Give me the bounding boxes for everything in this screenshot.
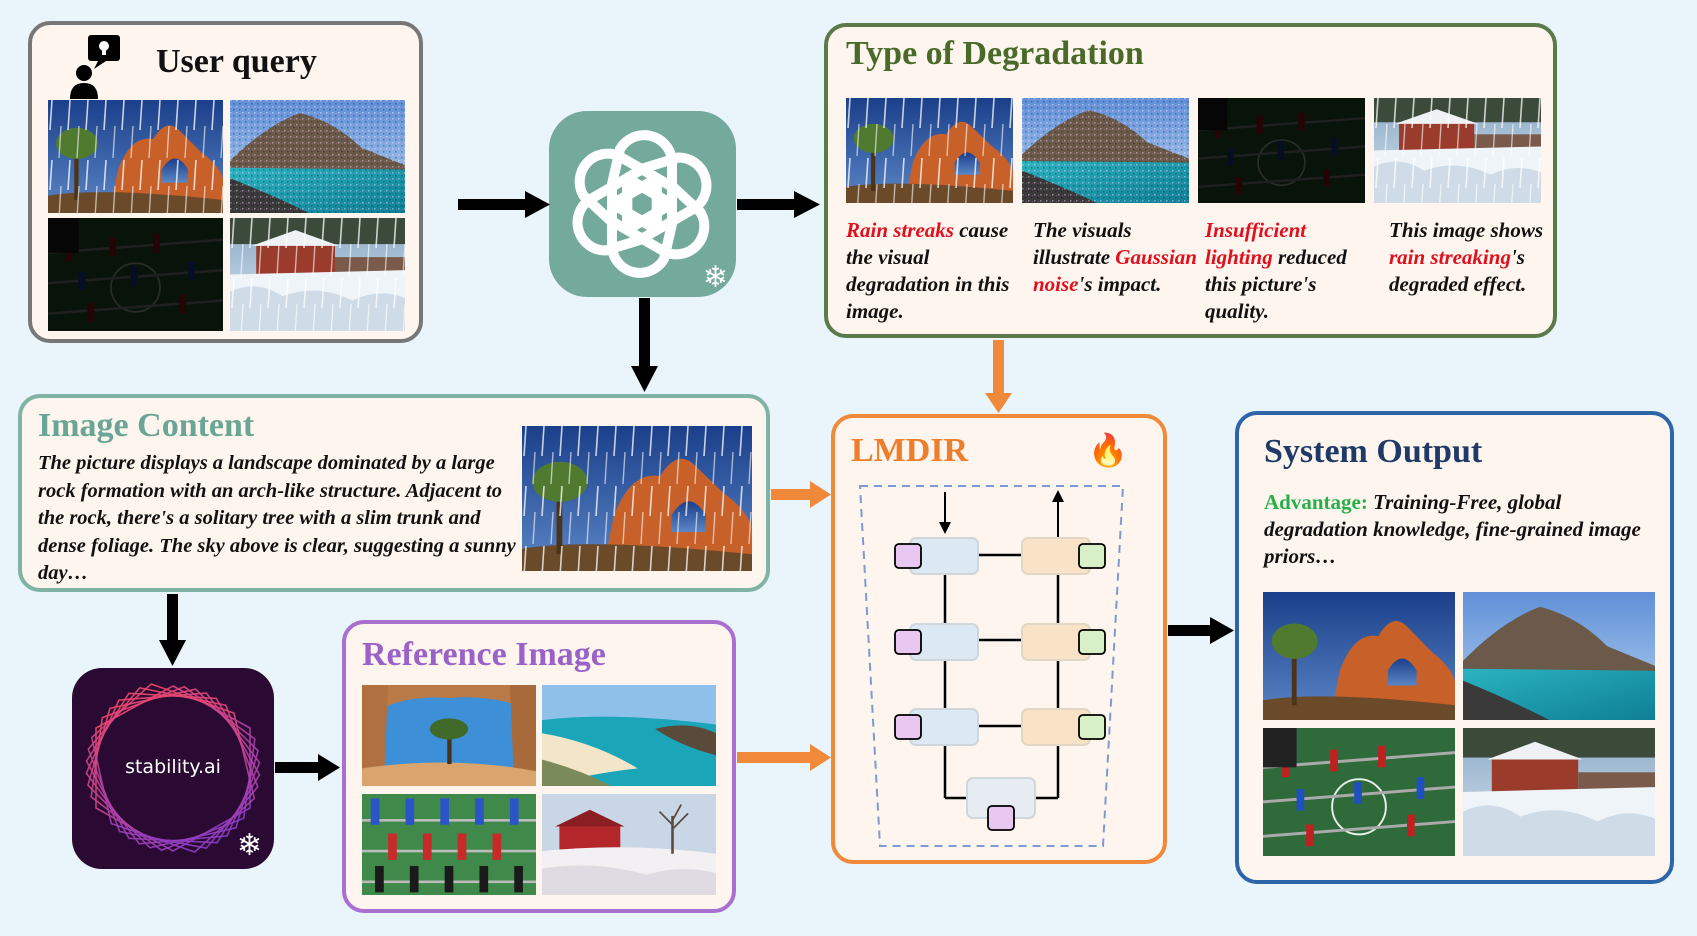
degradation-panel: Type of Degradation Rain streaks cause t… [824, 23, 1557, 338]
degradation-image-rain-barn [1374, 98, 1541, 203]
reference-image-panel: Reference Image [342, 620, 736, 913]
user-query-title: User query [156, 43, 317, 80]
reference-image-title: Reference Image [362, 636, 606, 673]
lmdir-title: LMDIR [851, 432, 969, 469]
degradation-caption-4: This image shows rain streaking's degrad… [1389, 218, 1544, 296]
openai-icon [572, 130, 712, 278]
unet-diagram [858, 485, 1125, 847]
image-content-title: Image Content [38, 407, 255, 444]
frozen-snowflake-icon: ❄ [702, 260, 728, 295]
degradation-caption-2: The visuals illustrate Gaussian noise's … [1033, 218, 1197, 296]
lmdir-panel: LMDIR 🔥 [831, 414, 1167, 864]
image-content-panel: Image Content The picture displays a lan… [18, 394, 770, 592]
query-image-rain-arch [48, 100, 223, 213]
degradation-image-noisy-lake [1022, 98, 1189, 203]
stability-ring-icon [85, 683, 261, 853]
system-output-title: System Output [1264, 433, 1483, 470]
system-output-panel: System Output Advantage: Training-Free, … [1235, 411, 1674, 884]
content-image-rain-arch [522, 426, 752, 571]
degradation-image-dark-foosball [1198, 98, 1365, 203]
frozen-snowflake-icon: ❄ [236, 828, 262, 863]
user-idea-icon [70, 35, 120, 99]
query-image-dark-foosball [48, 218, 223, 331]
user-query-panel: User query [28, 21, 423, 343]
degradation-caption-1: Rain streaks cause the visual degradatio… [846, 218, 1010, 323]
query-image-rain-barn [230, 218, 405, 331]
stability-ai-logo-tile: stability.ai ❄ [72, 668, 274, 869]
degradation-title: Type of Degradation [846, 35, 1144, 72]
query-image-noisy-lake [230, 100, 405, 213]
system-output-advantage: Advantage: Training-Free, global degrada… [1264, 490, 1641, 568]
image-content-description: The picture displays a landscape dominat… [38, 452, 516, 584]
degradation-caption-3: Insufficient lighting reduced this pictu… [1205, 218, 1347, 323]
stability-ai-label: stability.ai [125, 756, 221, 778]
degradation-image-rain-arch [846, 98, 1013, 203]
openai-logo-tile: ❄ [549, 111, 736, 297]
trainable-fire-icon: 🔥 [1088, 431, 1128, 469]
